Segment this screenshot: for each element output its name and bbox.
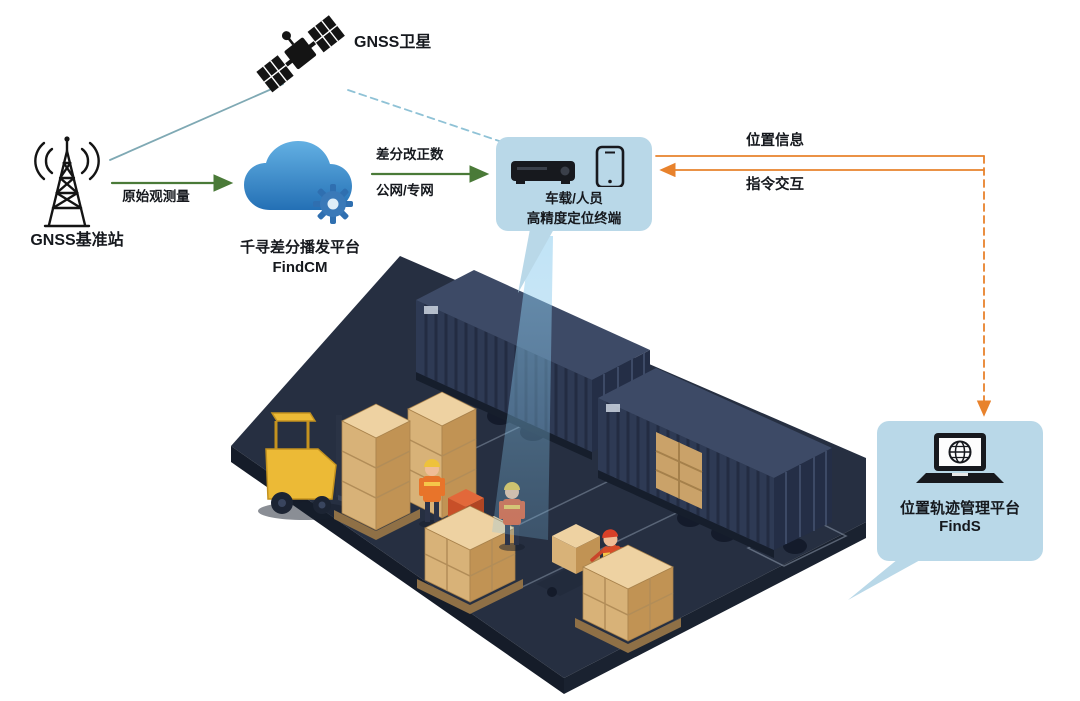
terminal-devices-icon — [511, 145, 625, 187]
findcm-cloud-icon — [236, 134, 366, 234]
shipping-container-2 — [598, 368, 832, 558]
platform-label: 位置轨迹管理平台 — [899, 500, 1020, 517]
positioning-beam — [492, 236, 553, 540]
gnss-satellite-icon — [250, 6, 350, 96]
satellite-label: GNSS卫星 — [354, 34, 432, 51]
satellite-to-terminal-line — [347, 89, 509, 145]
gnss-base-station-icon — [22, 133, 112, 238]
command-label: 指令交互 — [746, 177, 804, 193]
satellite-to-base-line — [109, 83, 284, 161]
raw-observation-label: 原始观测量 — [122, 189, 190, 204]
pallet-stack-d — [575, 544, 681, 653]
platform-bubble-tail — [848, 559, 922, 600]
cloud-platform-label: 千寻差分播发平台 — [239, 239, 360, 256]
terminal-bubble: 车载/人员 高精度定位终端 — [496, 137, 652, 231]
smartphone-icon — [595, 145, 625, 187]
laptop-globe-icon — [916, 433, 1004, 483]
pallet-stack-a — [334, 403, 420, 540]
warehouse-worker-1 — [419, 459, 445, 528]
position-info-label: 位置信息 — [746, 133, 804, 149]
terminal-bubble-tail — [518, 229, 554, 293]
connection-lines — [109, 83, 992, 417]
terminal-label-line1: 车载/人员 — [545, 191, 603, 206]
vehicle-unit-icon — [511, 161, 575, 184]
base-station-label: GNSS基准站 — [30, 232, 124, 249]
terminal-label-line2: 高精度定位终端 — [526, 211, 622, 226]
cloud-product-label: FindCM — [272, 259, 328, 276]
gear-icon — [313, 184, 353, 224]
platform-product-label: FindS — [939, 518, 981, 535]
container-open-door-cargo — [655, 432, 703, 509]
platform-bubble: 位置轨迹管理平台 FindS — [877, 421, 1043, 561]
bubble-tails — [518, 229, 922, 600]
correction-label-line1: 差分改正数 — [376, 147, 444, 162]
correction-label-line2: 公网/专网 — [376, 183, 434, 198]
